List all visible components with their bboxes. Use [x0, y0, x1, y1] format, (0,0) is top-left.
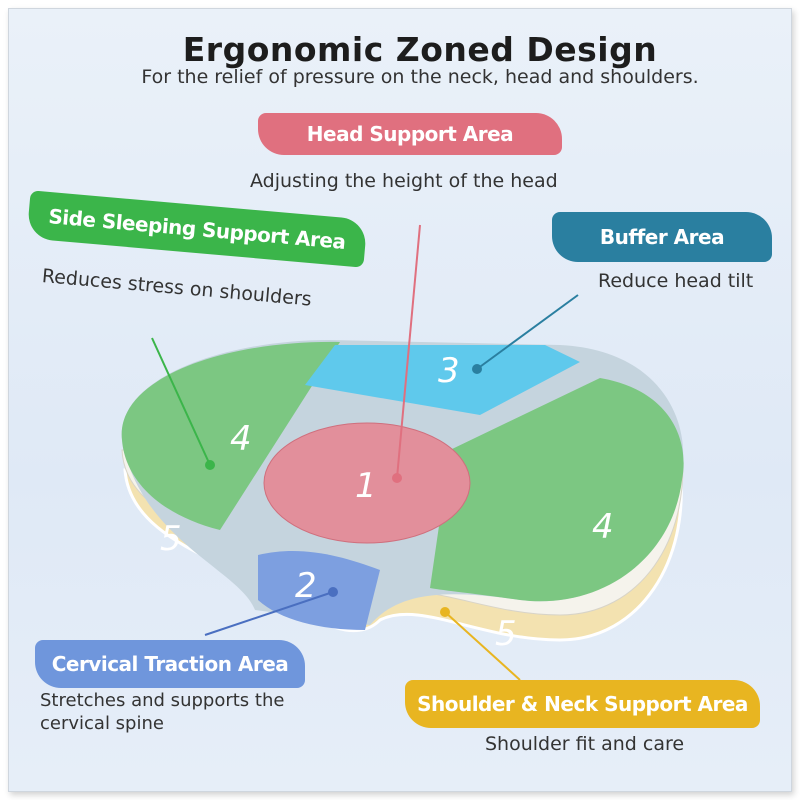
zone-5-right-number: 5	[495, 614, 517, 654]
zone-1	[263, 422, 471, 544]
cervical-traction-label: Cervical Traction Area	[35, 640, 305, 688]
head-support-label: Head Support Area	[258, 113, 562, 155]
zone-4-right	[430, 378, 684, 602]
zone-4-right-number: 4	[592, 507, 614, 547]
leader-buffer	[476, 294, 579, 370]
head-support-description: Adjusting the height of the head	[250, 170, 558, 192]
leader-cervical	[204, 591, 334, 636]
buffer-area-description: Reduce head tilt	[598, 270, 754, 292]
cervical-description-line2: cervical spine	[40, 713, 164, 734]
zone-3-number: 3	[438, 351, 460, 391]
shoulder-neck-label: Shoulder & Neck Support Area	[405, 680, 760, 728]
zone-3	[305, 345, 580, 415]
zone-4-left-number: 4	[230, 419, 252, 459]
page-title: Ergonomic Zoned Design	[182, 30, 658, 69]
zone-1-number: 1	[355, 466, 377, 506]
buffer-area-label: Buffer Area	[552, 212, 772, 262]
page-subtitle: For the relief of pressure on the neck, …	[141, 66, 699, 88]
shoulder-neck-description: Shoulder fit and care	[485, 733, 685, 755]
zone-2-number: 2	[295, 566, 317, 606]
cervical-description-line1: Stretches and supports the	[40, 690, 285, 711]
zone-2	[258, 550, 380, 630]
leader-shoulder	[444, 611, 521, 681]
leader-head	[396, 224, 421, 479]
leader-side	[151, 337, 211, 466]
zone-5-left-number: 5	[160, 519, 182, 559]
